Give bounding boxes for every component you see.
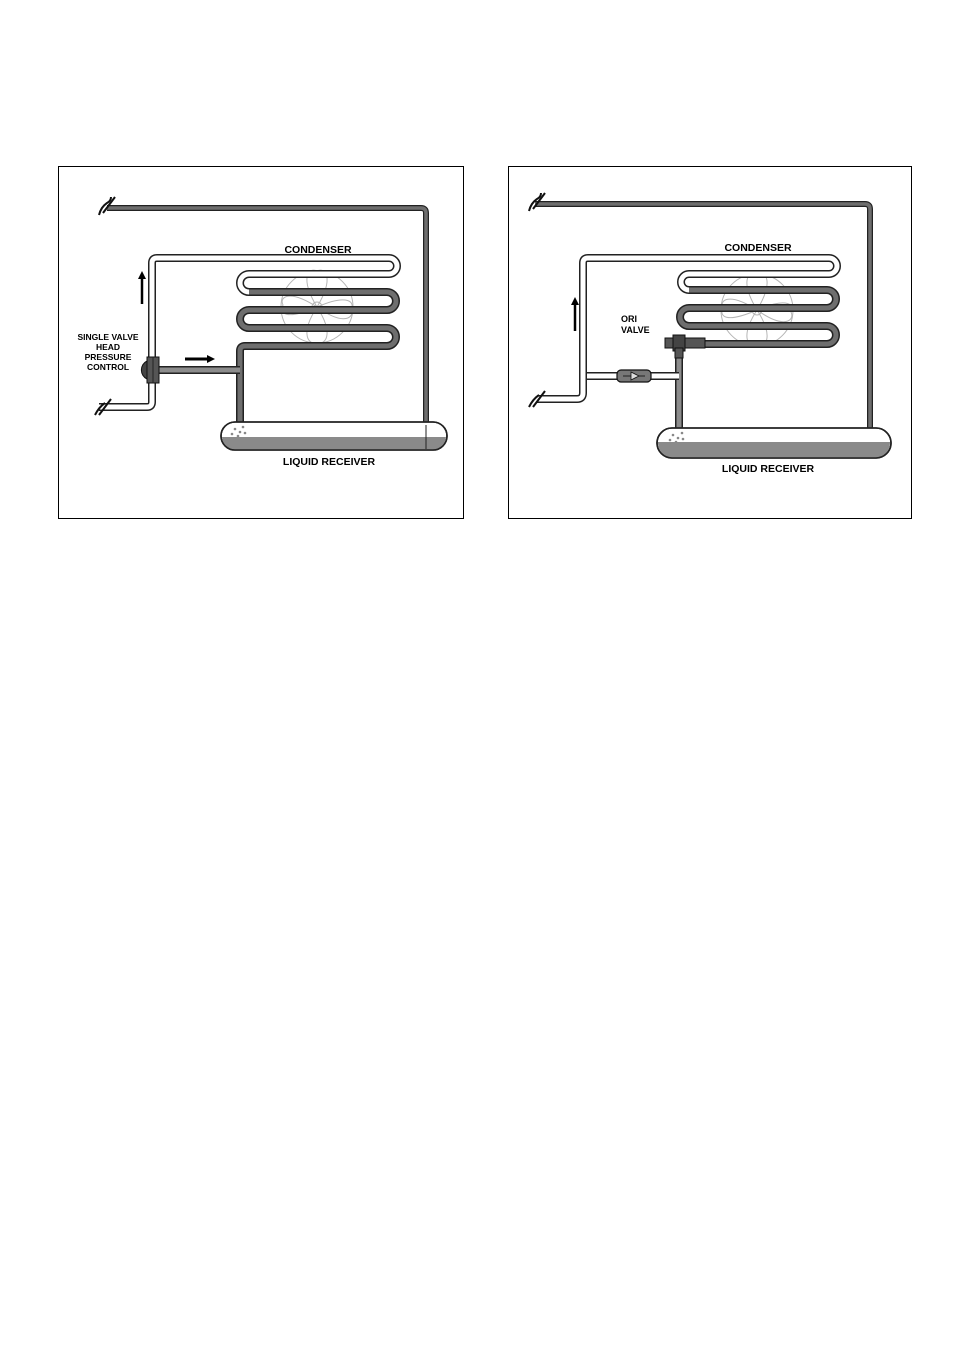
liquid-receiver [657,428,891,458]
flow-arrow-right [185,355,215,363]
condenser-label: CONDENSER [284,244,352,256]
valve-label-line-1: ORI [621,314,637,324]
diagram-left-svg: CONDENSER LIQUID RECEIVER SINGLE VALVE H… [59,167,463,518]
ori-valve [665,335,705,358]
condenser-label: CONDENSER [724,242,792,254]
diagram-single-valve: CONDENSER LIQUID RECEIVER SINGLE VALVE H… [58,166,464,519]
valve-label-line-3: PRESSURE [85,352,132,362]
head-pressure-valve [141,357,159,383]
pipe-break-marks [529,193,545,407]
valve-label-line-4: CONTROL [87,362,129,372]
valve-label-line-2: HEAD [96,342,120,352]
diagram-right-svg: CONDENSER LIQUID RECEIVER ORI VALVE [509,167,911,518]
flow-arrow-up [138,271,146,304]
valve-label-line-2: VALVE [621,325,650,335]
liquid-receiver [221,422,447,450]
diagram-ori-valve: CONDENSER LIQUID RECEIVER ORI VALVE [508,166,912,519]
discharge-line [99,258,397,407]
flow-arrow-up [571,297,579,331]
liquid-receiver-label: LIQUID RECEIVER [722,463,815,475]
valve-label-line-1: SINGLE VALVE [77,332,138,342]
pipe-break-marks [95,197,115,415]
check-valve [617,370,651,382]
liquid-receiver-label: LIQUID RECEIVER [283,456,376,468]
condenser-coil [680,290,836,344]
